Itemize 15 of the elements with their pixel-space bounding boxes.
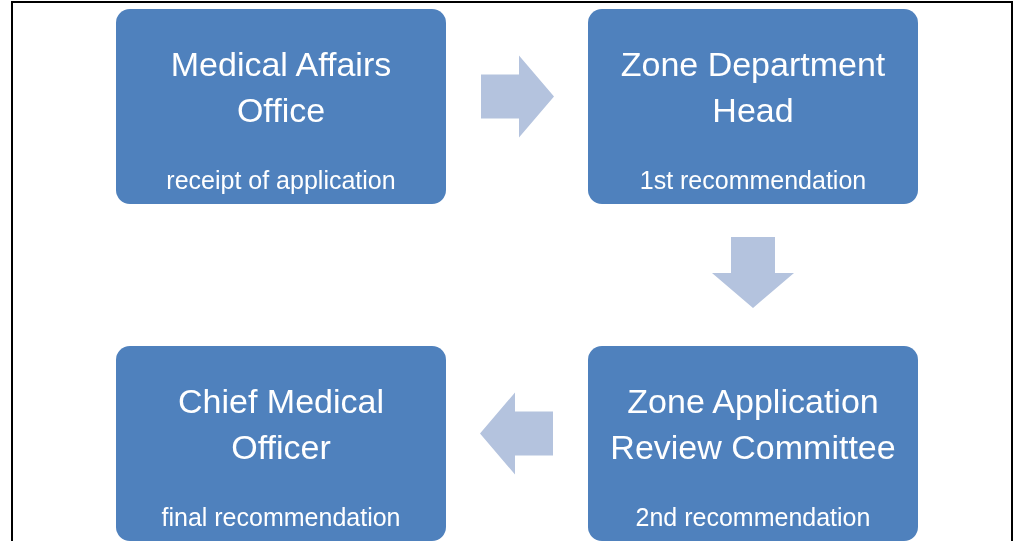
process-box	[588, 346, 918, 541]
box-subtitle: 2nd recommendation	[635, 502, 871, 533]
box-subtitle: 1st recommendation	[639, 165, 867, 196]
box-subtitle: receipt of application	[166, 165, 396, 196]
block-arrow	[712, 237, 794, 308]
box-subtitle: final recommendation	[161, 502, 401, 533]
box-title: Zone Application Review Committee	[609, 380, 897, 468]
box-title: Medical Affairs Office	[169, 43, 393, 131]
box-title: Zone Department Head	[619, 43, 887, 131]
process-box	[116, 9, 446, 204]
box-title: Chief Medical Officer	[177, 380, 385, 468]
process-box	[116, 346, 446, 541]
block-arrow	[481, 55, 554, 138]
block-arrow	[480, 392, 553, 475]
process-box	[588, 9, 918, 204]
